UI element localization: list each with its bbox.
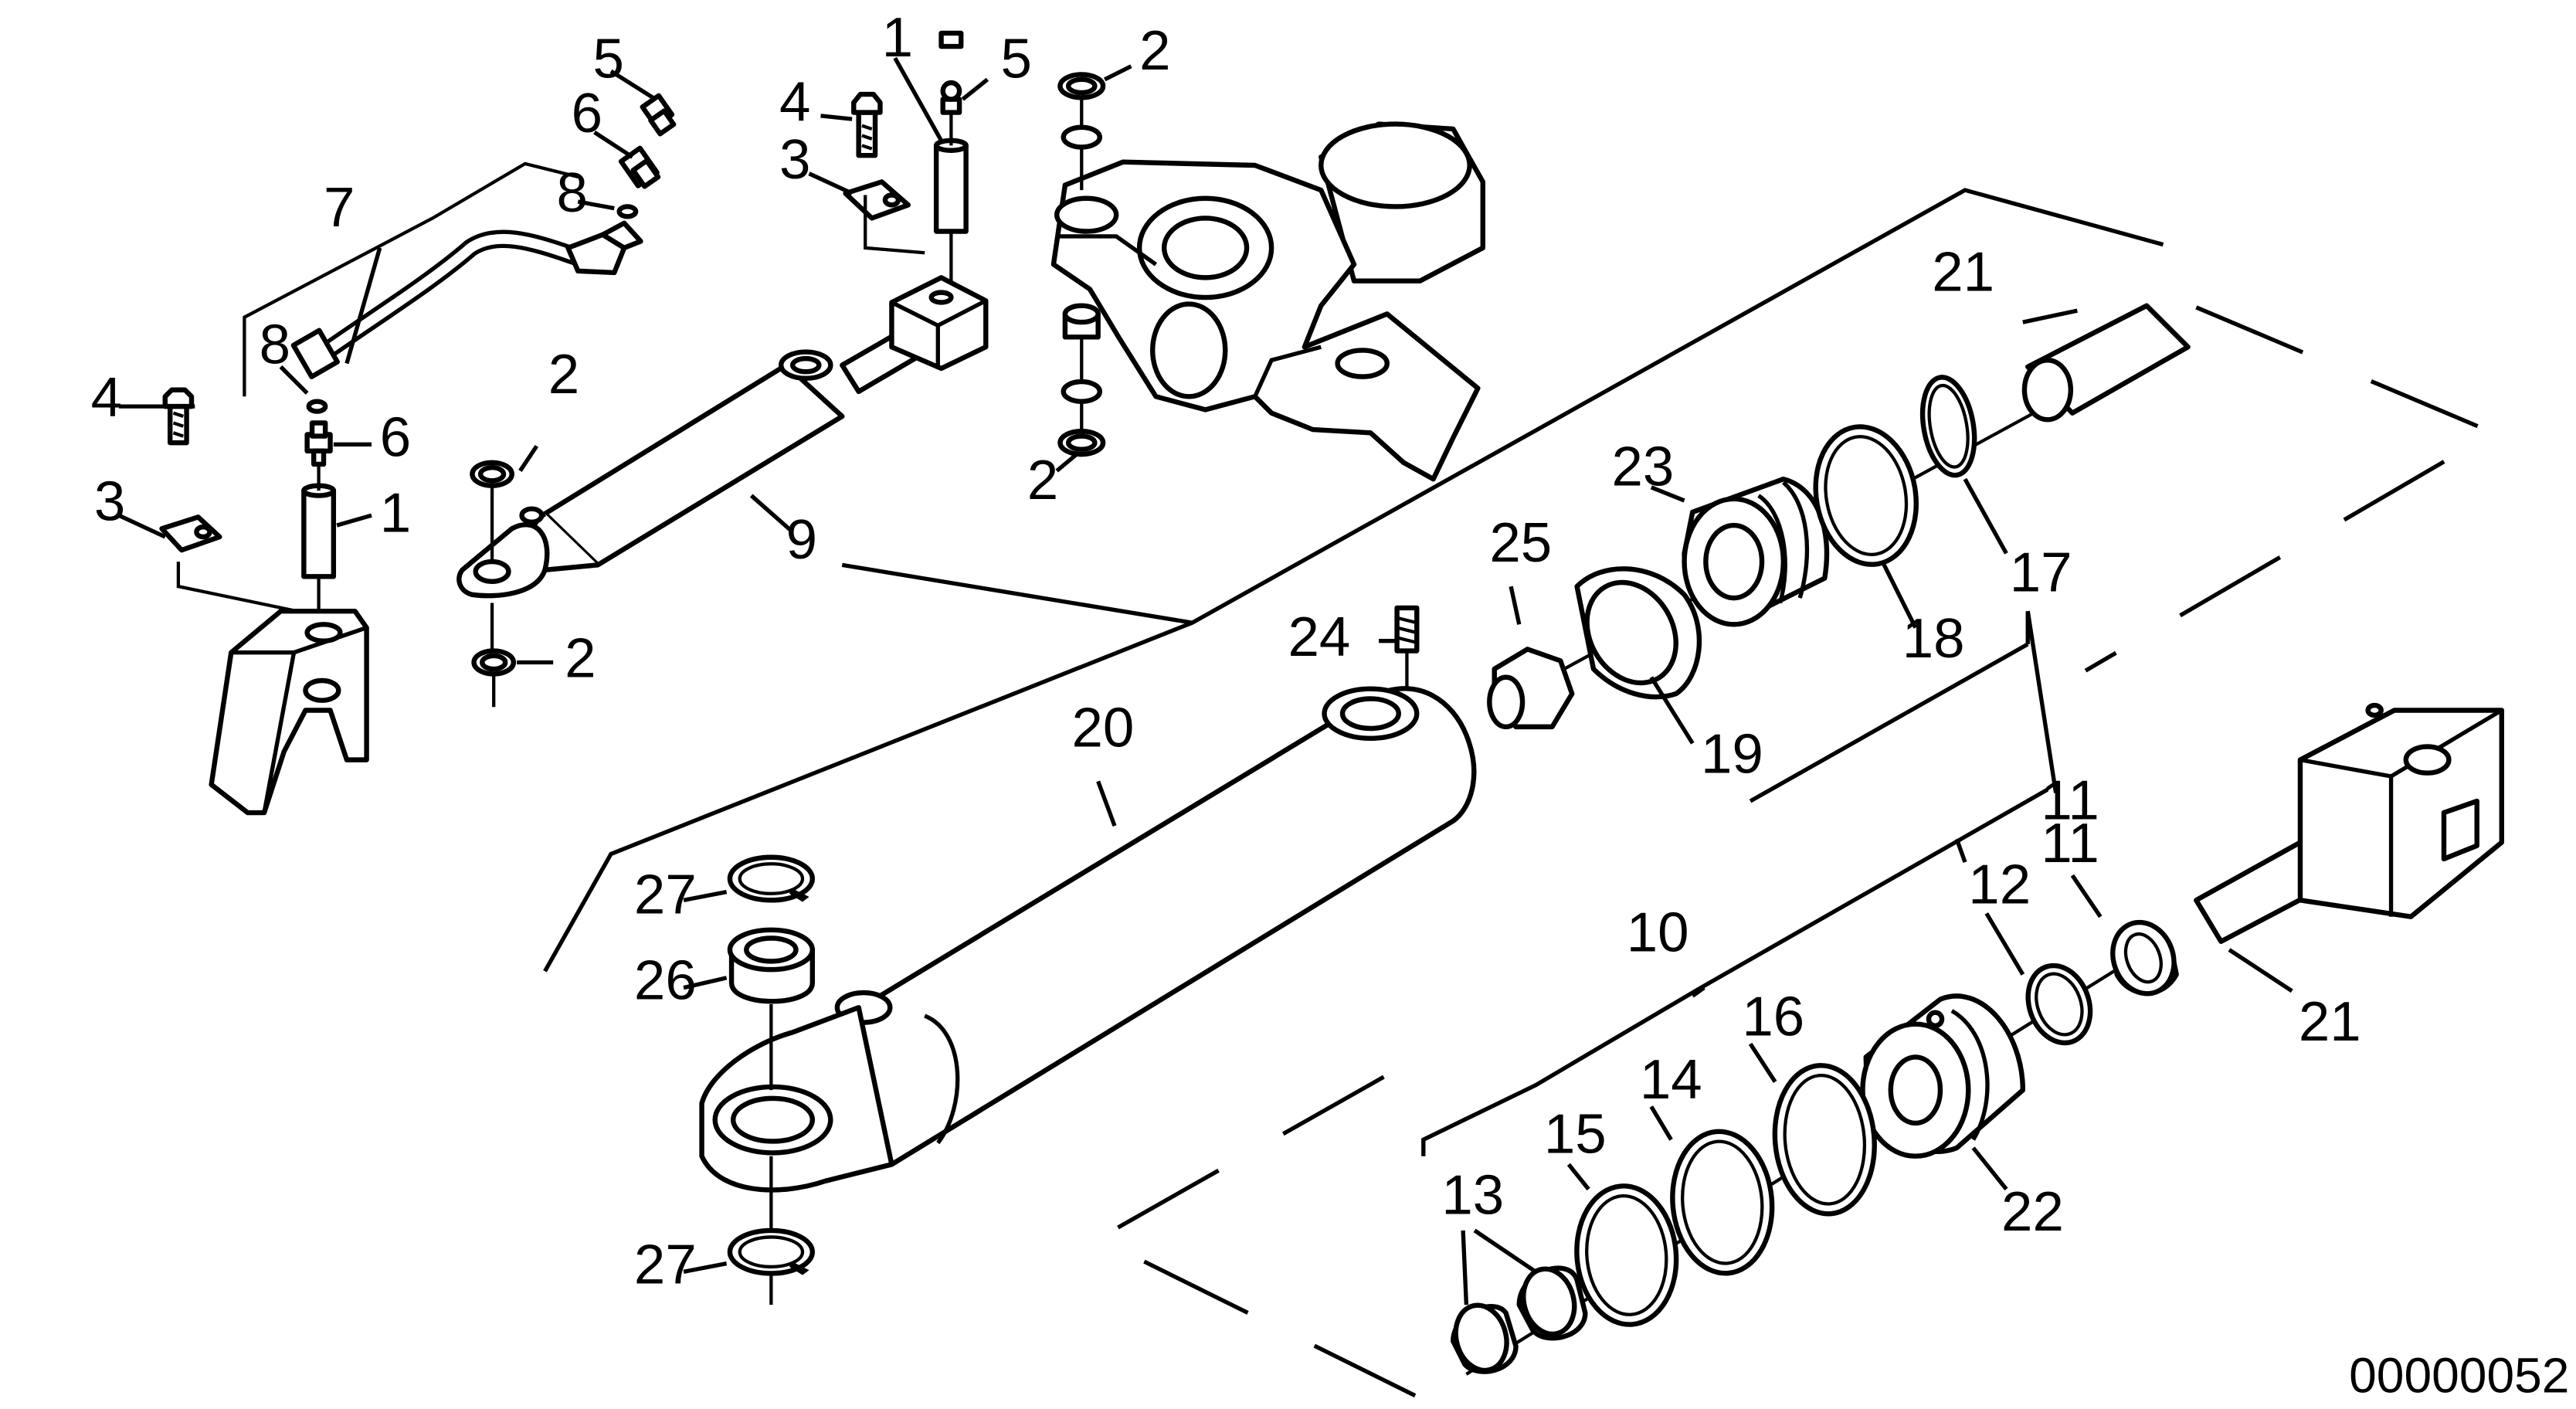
callout-14: 14 (1640, 1048, 1702, 1111)
callout-2: 2 (1027, 449, 1058, 511)
callout-27: 27 (634, 863, 697, 925)
callout-22: 22 (2001, 1180, 2064, 1243)
callout-18: 18 (1902, 607, 1965, 670)
retaining-ring-bottom (727, 1227, 816, 1276)
leader-lines (117, 56, 2293, 1305)
guide-ring-11 (2110, 919, 2179, 996)
document-number: 00000052 (2349, 1347, 2569, 1403)
callout-11: 11 (2041, 769, 2099, 832)
callout-1: 1 (882, 6, 913, 69)
callout-19: 19 (1701, 723, 1763, 786)
callout-6: 6 (572, 82, 602, 144)
callout-6: 6 (380, 406, 411, 468)
piston-lower (1860, 993, 2026, 1159)
rod-21-leader-a (2022, 308, 2078, 324)
callout-12: 12 (1968, 854, 2031, 916)
callout-1: 1 (380, 482, 411, 545)
callout-8: 8 (260, 314, 290, 376)
callout-3: 3 (779, 128, 810, 191)
callout-labels: 1 1 2 2 2 2 3 3 4 4 5 5 6 6 7 8 8 9 10 1… (91, 6, 2361, 1295)
upper-group-bracket (1749, 611, 2030, 803)
piston-rod-upper (2021, 303, 2191, 423)
left-bolt (162, 387, 195, 446)
seal-ring-15 (1574, 1183, 1679, 1327)
left-mount-bracket (176, 562, 369, 816)
steering-hose (243, 161, 643, 397)
callout-3: 3 (94, 470, 125, 533)
old-cylinder-bearing-top (470, 460, 514, 488)
callout-5: 5 (1001, 28, 1032, 90)
center-grease-cap (938, 30, 964, 115)
callout-11: 11 (2041, 812, 2099, 874)
left-pin (301, 483, 337, 579)
lower-group-bracket (1421, 787, 2049, 1156)
piston-rod-clevis (2194, 702, 2505, 944)
callout-13: 13 (1441, 1164, 1504, 1227)
callout-2: 2 (548, 343, 579, 406)
seal-ring-14 (1670, 1129, 1775, 1276)
grease-nipple (1394, 605, 1420, 654)
seal-ring-16 (1772, 1063, 1877, 1217)
center-axis-lines (864, 112, 953, 281)
left-o-ring (306, 399, 328, 414)
rod-guide-seal (1574, 566, 1702, 700)
seal-ring-18 (1813, 424, 1919, 567)
lock-nut (1487, 647, 1575, 730)
center-bolt (851, 91, 883, 158)
spherical-bearing (727, 927, 816, 1004)
cylinder-9-leader (841, 562, 1193, 625)
left-plate (159, 514, 222, 553)
center-plate (843, 179, 911, 221)
callout-25: 25 (1489, 511, 1552, 574)
callout-8: 8 (556, 161, 587, 224)
callout-4: 4 (91, 366, 122, 429)
callout-2: 2 (1139, 19, 1170, 82)
old-cylinder-axis (490, 487, 496, 708)
callout-2: 2 (565, 627, 596, 690)
cylinder-barrel (699, 686, 1477, 1193)
center-pin (933, 138, 969, 234)
wear-ring-13b (1451, 1302, 1519, 1374)
callout-4: 4 (779, 70, 810, 133)
upper-fitting-5 (640, 93, 677, 137)
callout-9: 9 (786, 508, 817, 571)
callout-10: 10 (1627, 901, 1689, 964)
housing-bearing-bottom (1057, 303, 1106, 457)
callout-20: 20 (1071, 697, 1134, 759)
callout-21: 21 (2299, 990, 2361, 1053)
axle-housing (1050, 121, 1485, 482)
callout-17: 17 (2010, 542, 2072, 604)
callout-27: 27 (634, 1233, 697, 1295)
callout-15: 15 (1544, 1102, 1607, 1165)
lower-dashed-frame (1093, 1075, 1417, 1398)
callout-24: 24 (1288, 606, 1351, 668)
callout-23: 23 (1612, 436, 1675, 498)
wear-ring-13a (1516, 1265, 1588, 1341)
upper-dashed-frame (2084, 305, 2499, 673)
callout-21: 21 (1932, 240, 1994, 303)
old-cylinder-bearing-bottom (471, 648, 517, 677)
seal-ring-12 (2025, 963, 2093, 1046)
retaining-ring-top (727, 854, 816, 903)
upper-o-ring (616, 204, 639, 219)
callout-5: 5 (592, 28, 623, 90)
steering-cylinder-assembly (456, 275, 989, 599)
callout-7: 7 (324, 176, 355, 239)
piston-upper (1682, 476, 1830, 627)
callout-16: 16 (1742, 986, 1804, 1048)
callout-26: 26 (634, 949, 697, 1012)
housing-bearing-top (1057, 72, 1106, 150)
left-grease-fitting (304, 420, 333, 467)
seal-ring-17 (1919, 375, 1977, 478)
